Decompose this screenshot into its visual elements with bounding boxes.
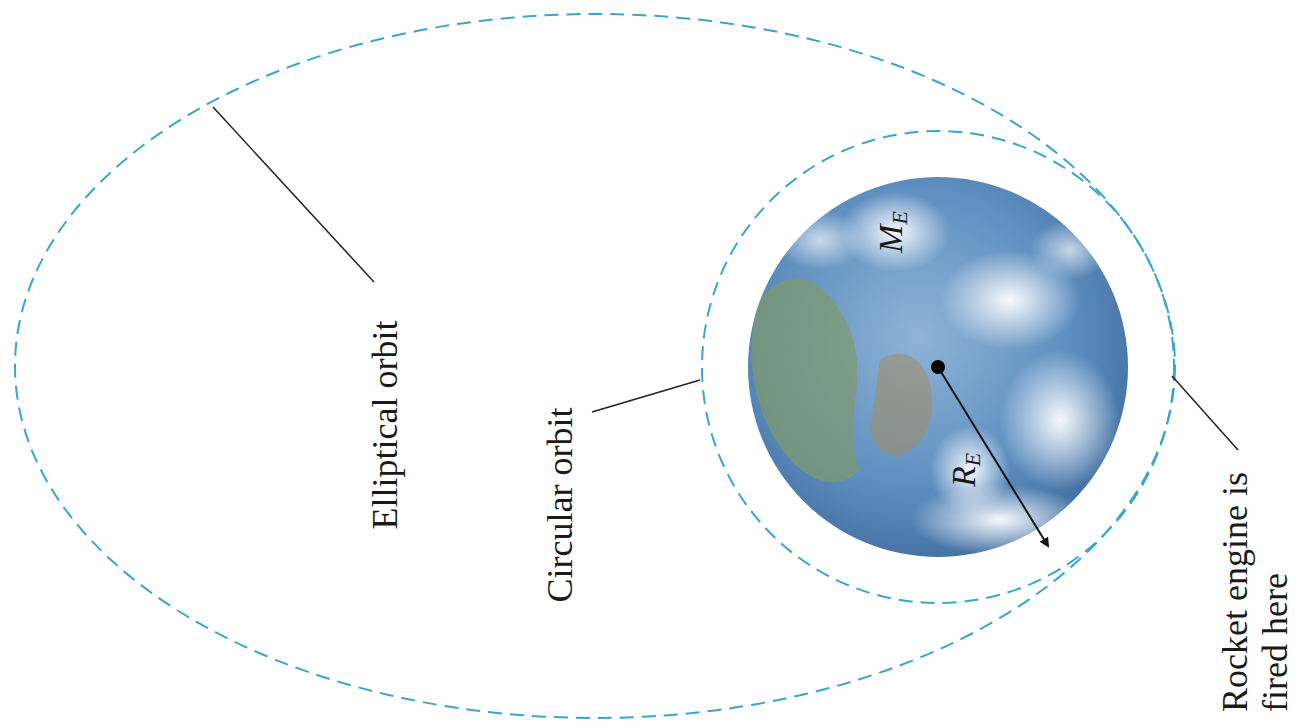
earth xyxy=(748,177,1128,557)
mass-symbol: ME xyxy=(873,208,918,256)
leader-line xyxy=(592,380,700,412)
leader-line xyxy=(1172,376,1238,450)
orbit-label: Elliptical orbit xyxy=(365,321,405,530)
radius-symbol: RE xyxy=(946,450,991,490)
elliptical-orbit xyxy=(15,14,1175,718)
circular-orbit xyxy=(702,131,1174,603)
callout-label: Rocket engine is fired here xyxy=(1215,472,1295,712)
orbit-label: Circular orbit xyxy=(540,408,580,603)
leader-line xyxy=(213,107,374,282)
